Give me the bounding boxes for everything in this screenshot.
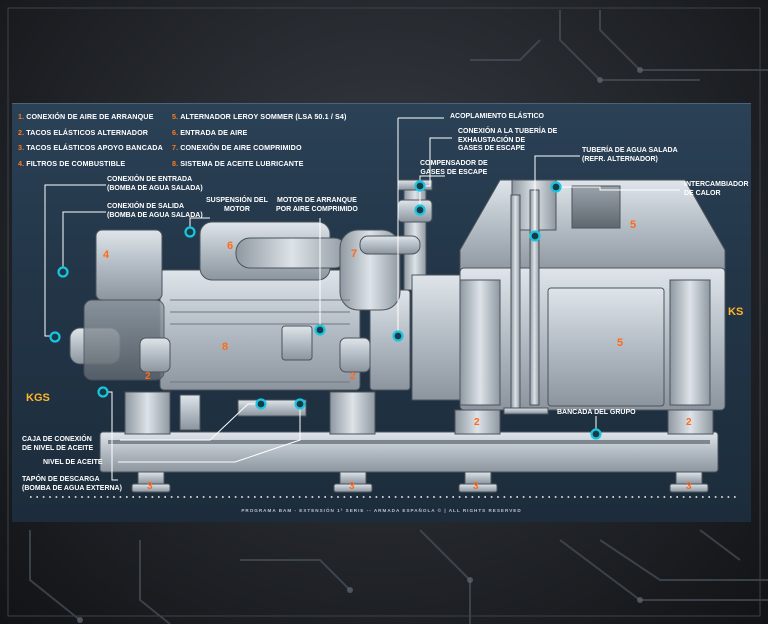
legend-left: 1.CONEXIÓN DE AIRE DE ARRANQUE 2.TACOS E… (18, 112, 163, 174)
label-bancada: BANCADA DEL GRUPO (557, 409, 636, 416)
part-number-5-top: 5 (630, 219, 636, 231)
label-conexion-tuberia: CONEXIÓN A LA TUBERÍA DE EXHAUSTACIÓN DE… (458, 128, 558, 153)
part-number-7: 7 (351, 248, 357, 260)
legend-item: 4.FILTROS DE COMBUSTIBLE (18, 158, 126, 168)
part-number-3: 3 (349, 481, 355, 492)
label-tuberia-agua: TUBERÍA DE AGUA SALADA (REFR. ALTERNADOR… (582, 147, 678, 163)
part-number-8: 8 (222, 341, 228, 353)
label-conexion-entrada: CONEXIÓN DE ENTRADA (BOMBA DE AGUA SALAD… (107, 176, 203, 192)
label-intercambiador: INTERCAMBIADOR DE CALOR (684, 181, 749, 197)
part-numbers: 4 6 7 8 5 5 2 2 2 2 3 3 3 3 (103, 219, 692, 492)
marker-suspension (184, 226, 196, 238)
marker-oil-level (294, 398, 306, 410)
legend-item: 6.ENTRADA DE AIRE (172, 127, 248, 137)
footer-copyright: PROGRAMA BAM - EXTENSIÓN 1ª SERIE -- ARM… (241, 508, 522, 513)
part-number-3: 3 (686, 481, 692, 492)
marker-coupling (392, 330, 404, 342)
side-label-left: KGS (26, 392, 50, 404)
marker-inlet (57, 266, 69, 278)
part-number-6: 6 (227, 240, 233, 252)
label-tapon: TAPÓN DE DESCARGA (BOMBA DE AGUA EXTERNA… (22, 476, 122, 492)
callout-markers (49, 180, 602, 440)
legend-right: 5.ALTERNADOR LEROY SOMMER (LSA 50.1 / S4… (172, 112, 347, 174)
coupling-housing (411, 274, 461, 401)
part-number-2: 2 (350, 371, 356, 382)
side-label-right: KS (728, 306, 744, 318)
label-acoplamiento: ACOPLAMIENTO ELÁSTICO (450, 113, 544, 120)
feet (131, 471, 709, 493)
marker-drain (97, 386, 109, 398)
legend-item: 1.CONEXIÓN DE AIRE DE ARRANQUE (18, 112, 154, 121)
part-number-4: 4 (103, 249, 110, 261)
legend-item: 5.ALTERNADOR LEROY SOMMER (LSA 50.1 / S4… (172, 112, 347, 121)
marker-base (590, 428, 602, 440)
part-number-2: 2 (686, 417, 692, 428)
part-number-3: 3 (473, 481, 479, 492)
part-number-2: 2 (474, 417, 480, 428)
part-number-2: 2 (145, 371, 151, 382)
part-number-3: 3 (147, 481, 153, 492)
legend-item: 3.TACOS ELÁSTICOS APOYO BANCADA (18, 143, 163, 152)
marker-outlet (49, 331, 61, 343)
salt-water-pipe (503, 189, 549, 415)
label-caja-conexion: CAJA DE CONEXIÓN DE NIVEL DE ACEITE (22, 436, 94, 452)
legend-item: 8.SISTEMA DE ACEITE LUBRICANTE (172, 158, 304, 168)
marker-exhaust-conn (414, 180, 426, 192)
part-number-5-body: 5 (617, 337, 623, 349)
base-frame (99, 391, 719, 473)
marker-salt-pipe (529, 230, 541, 242)
marker-compensator (414, 204, 426, 216)
legend-item: 7.CONEXIÓN DE AIRE COMPRIMIDO (172, 143, 302, 152)
marker-heat-exchanger (550, 181, 562, 193)
alternator (459, 179, 726, 411)
marker-junction-box (255, 398, 267, 410)
label-motor-arranque: MOTOR DE ARRANQUE POR AIRE COMPRIMIDO (276, 197, 358, 213)
label-nivel-aceite: NIVEL DE ACEITE (43, 459, 103, 466)
label-compensador: COMPENSADOR DE GASES DE ESCAPE (420, 160, 488, 176)
marker-starter (314, 324, 326, 336)
label-suspension: SUSPENSIÓN DEL MOTOR (206, 197, 268, 213)
label-conexion-salida: CONEXIÓN DE SALIDA (BOMBA DE AGUA SALADA… (107, 203, 203, 219)
legend-item: 2.TACOS ELÁSTICOS ALTERNADOR (18, 127, 149, 137)
